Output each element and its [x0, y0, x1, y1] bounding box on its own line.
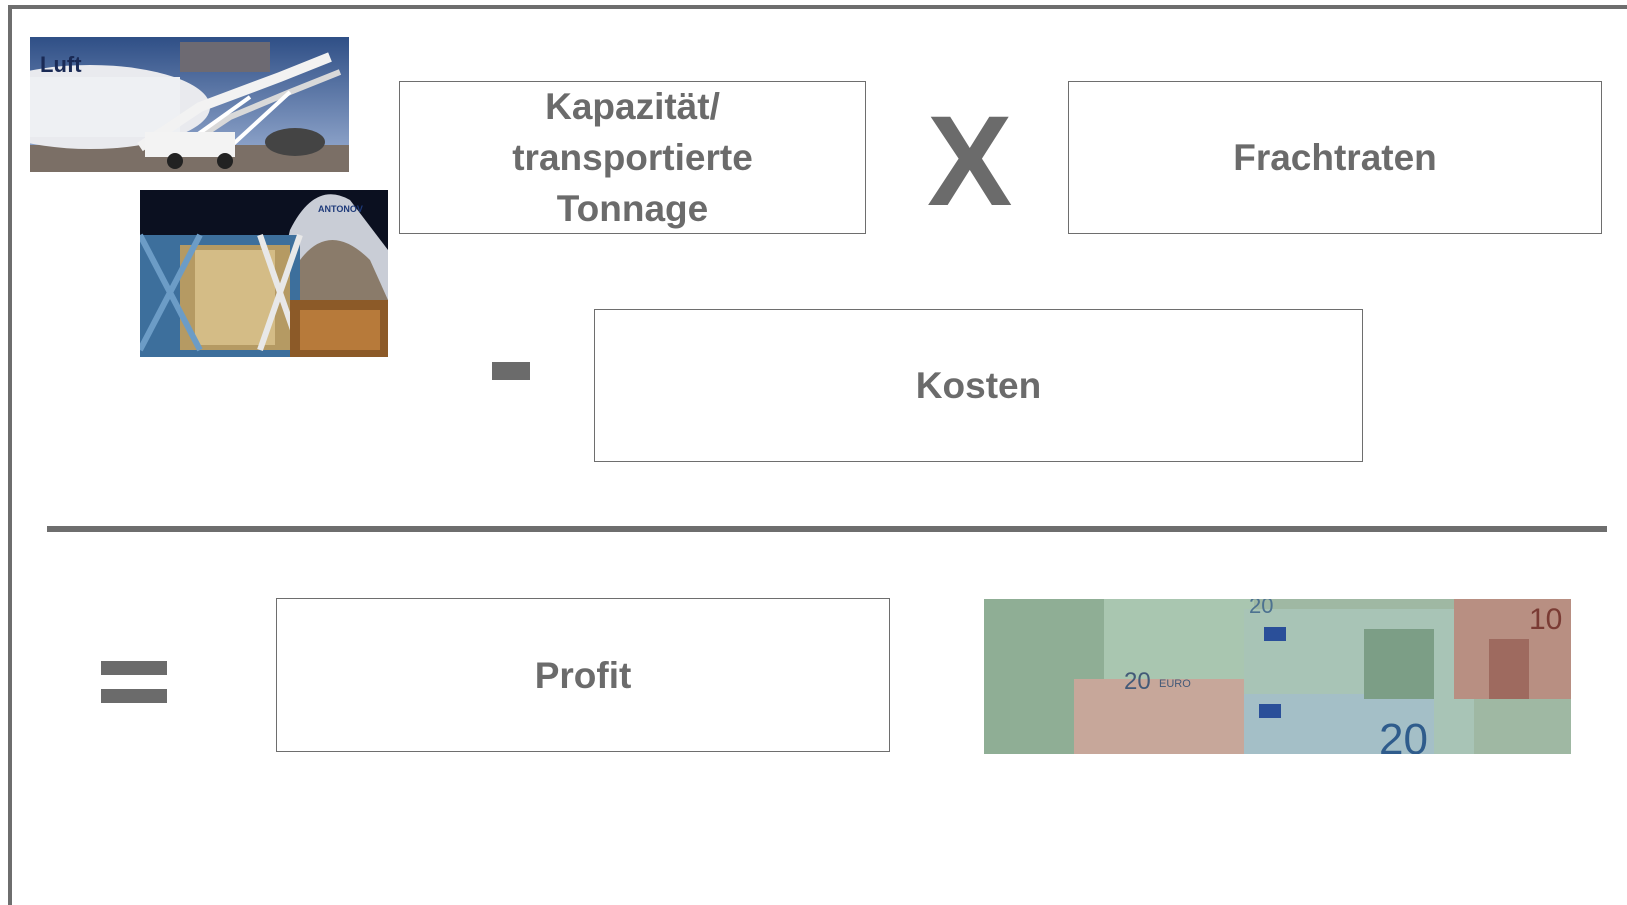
svg-text:Luft: Luft [40, 52, 82, 77]
slide-frame [8, 5, 1627, 905]
freight-hold-photo: ANTONOV [140, 190, 388, 357]
svg-text:EURO: EURO [1159, 678, 1191, 690]
freight-rates-label: Frachtraten [1233, 137, 1437, 178]
cargo-loading-photo: Luft [30, 37, 349, 172]
multiply-sign: X [927, 98, 1012, 226]
equals-bar-top [101, 661, 167, 675]
equals-bar-bottom [101, 689, 167, 703]
costs-label: Kosten [915, 365, 1042, 406]
capacity-box: Kapazität/ transportierte Tonnage [399, 81, 866, 234]
svg-text:10: 10 [1529, 603, 1562, 636]
costs-box: Kosten [594, 309, 1363, 462]
euro-banknotes-photo: 20 EURO 20 20 10 [984, 599, 1571, 754]
minus-sign [492, 362, 530, 380]
profit-box: Profit [276, 598, 890, 752]
svg-text:20: 20 [1249, 599, 1273, 618]
svg-text:20: 20 [1124, 668, 1151, 695]
profit-label: Profit [534, 654, 632, 696]
capacity-label: Kapazität/ transportierte Tonnage [512, 86, 753, 229]
freight-rates-box: Frachtraten [1068, 81, 1602, 234]
svg-text:ANTONOV: ANTONOV [318, 204, 363, 214]
svg-text:20: 20 [1379, 715, 1428, 754]
result-divider [47, 526, 1607, 532]
multiply-label: X [927, 90, 1013, 233]
